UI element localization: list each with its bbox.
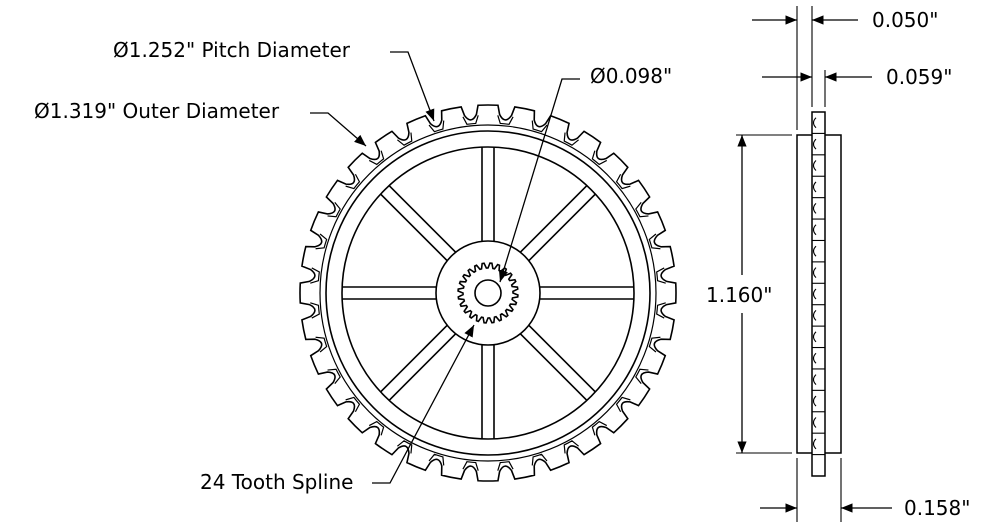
pitch-diameter-label: Ø1.252" Pitch Diameter: [113, 38, 351, 62]
side-tooth-arc: [812, 417, 817, 428]
spoke-edge: [518, 331, 588, 401]
spline-label: 24 Tooth Spline: [200, 470, 353, 494]
spokes: [342, 147, 634, 439]
callout-pitch-diameter: Ø1.252" Pitch Diameter: [113, 38, 435, 122]
side-tooth-arc: [812, 374, 817, 386]
callout-spline: 24 Tooth Spline: [200, 324, 475, 494]
outer-leader-line: [310, 112, 367, 147]
spline-leader-line: [372, 324, 475, 484]
pitch-leader-line: [390, 51, 435, 122]
outer-diameter-label: Ø1.319" Outer Diameter: [34, 99, 280, 123]
side-tooth-arc: [812, 267, 817, 278]
tooth-inner-profile: [310, 115, 666, 471]
spoke-edge: [526, 323, 596, 393]
side-tooth-arc: [812, 160, 817, 171]
bore-leader-line: [498, 78, 580, 283]
sprocket-tooth-profile: [299, 104, 677, 482]
side-tooth-arc: [812, 117, 817, 129]
dim-top-1-label: 0.050": [872, 8, 938, 32]
side-tooth-arc: [812, 288, 817, 300]
dimension-bottom: 0.158": [760, 496, 970, 520]
spoke-edge: [380, 193, 450, 263]
side-tooth-arc: [812, 310, 817, 321]
rim-outer-circle: [325, 130, 651, 456]
rim-inner-circle: [341, 146, 635, 440]
dimension-top-2: 0.059": [762, 65, 952, 89]
spoke-edge: [388, 331, 458, 401]
side-tooth-arc: [812, 181, 817, 193]
side-tooth-arc: [812, 352, 817, 364]
callout-outer-diameter: Ø1.319" Outer Diameter: [34, 99, 367, 147]
dimension-top-1: 0.050": [752, 8, 938, 32]
dim-height-label: 1.160": [706, 283, 772, 307]
side-tooth-arc: [812, 224, 817, 236]
side-tooth-arc: [812, 395, 817, 407]
side-tooth-arc: [812, 438, 817, 450]
side-tooth-arc: [812, 202, 817, 214]
side-view: [796, 111, 842, 477]
spoke-edge: [388, 185, 458, 255]
bore-circle: [474, 279, 502, 307]
dimension-height: 1.160": [706, 135, 772, 453]
side-tooth-arc: [812, 138, 817, 150]
sprocket-plate: [811, 111, 826, 477]
side-tooth-lines: [812, 117, 825, 456]
side-tooth-arc: [812, 245, 817, 257]
callout-bore: Ø0.098": [498, 64, 672, 283]
front-view: [299, 104, 677, 482]
spoke-edge: [526, 193, 596, 263]
dim-bottom-label: 0.158": [904, 496, 970, 520]
dim-top-2-label: 0.059": [886, 65, 952, 89]
spoke-edge: [518, 185, 588, 255]
pitch-circle: [319, 124, 657, 462]
spoke-edge: [380, 323, 450, 393]
side-tooth-arc: [812, 331, 817, 343]
bore-label: Ø0.098": [590, 64, 672, 88]
